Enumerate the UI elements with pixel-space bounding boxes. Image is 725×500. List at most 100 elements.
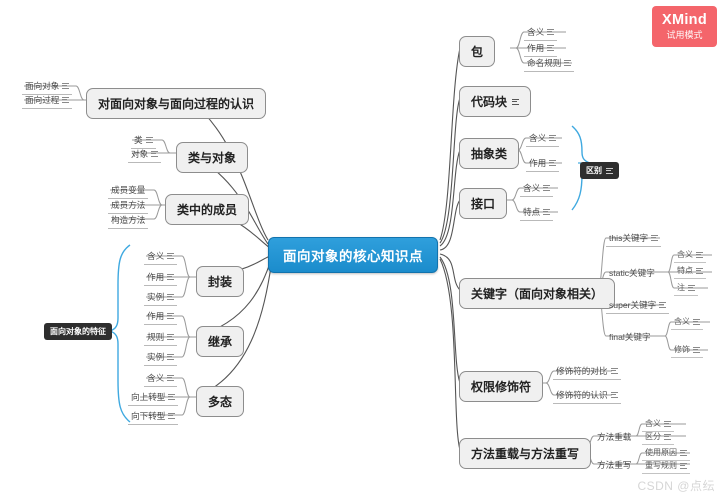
note-icon <box>167 252 175 259</box>
sub-topic-encapsulation-example[interactable]: 实例 <box>144 289 178 306</box>
sub-topic-label: 修饰符的对比 <box>556 365 608 376</box>
note-icon <box>151 150 159 157</box>
note-icon <box>145 136 153 143</box>
sub-topic-class[interactable]: 类 <box>131 132 156 149</box>
sub-topic-label: 对象 <box>131 148 149 159</box>
note-icon <box>512 98 520 105</box>
note-icon <box>688 284 695 291</box>
sub-topic-label: 含义 <box>147 250 165 261</box>
leaf-override-rule[interactable]: 重写规则 <box>642 459 690 474</box>
leaf-override-reason[interactable]: 使用原因 <box>642 446 690 461</box>
sub-topic-label: 构造方法 <box>111 214 146 225</box>
sub-topic-procedural[interactable]: 面向过程 <box>22 92 73 109</box>
sub-topic-abstract-meaning[interactable]: 含义 <box>526 130 560 147</box>
note-icon <box>547 44 555 51</box>
sub-topic-label: 特点 <box>523 206 541 217</box>
boundary-badge-label: 区别 <box>586 166 602 175</box>
note-icon <box>549 159 557 166</box>
leaf-final-meaning[interactable]: 含义 <box>671 315 703 330</box>
main-node-keywords[interactable]: 关键字（面向对象相关） <box>459 278 616 309</box>
main-node-inheritance[interactable]: 继承 <box>196 326 245 357</box>
sub-topic-override[interactable]: 方法重写 <box>594 457 634 473</box>
main-node-polymorphism[interactable]: 多态 <box>196 386 245 417</box>
sub-topic-abstract-effect[interactable]: 作用 <box>526 155 560 172</box>
boundary-badge-difference[interactable]: 区别 <box>580 162 619 179</box>
sub-topic-constructor[interactable]: 构造方法 <box>108 212 149 229</box>
sub-topic-member-method[interactable]: 成员方法 <box>108 197 149 214</box>
sub-topic-label: 面向对象 <box>25 80 60 91</box>
main-node-class-object[interactable]: 类与对象 <box>176 142 249 173</box>
sub-topic-oop[interactable]: 面向对象 <box>22 78 73 95</box>
sub-topic-interface-feature[interactable]: 特点 <box>520 204 554 221</box>
sub-topic-encapsulation-meaning[interactable]: 含义 <box>144 248 178 265</box>
note-icon <box>693 318 700 325</box>
note-icon <box>680 462 687 469</box>
sub-topic-this-keyword[interactable]: this关键字 <box>606 230 662 247</box>
boundary-badge-features[interactable]: 面向对象的特征 <box>44 323 112 340</box>
sub-topic-label: 含义 <box>147 372 165 383</box>
sub-topic-downcasting[interactable]: 向下转型 <box>128 408 179 425</box>
leaf-final-modifier[interactable]: 修饰 <box>671 343 703 358</box>
sub-topic-label: 成员变量 <box>111 184 146 195</box>
sub-topic-member-variable[interactable]: 成员变量 <box>108 182 149 199</box>
main-node-class-members[interactable]: 类中的成员 <box>165 194 250 225</box>
note-icon <box>696 267 703 274</box>
sub-topic-inheritance-example[interactable]: 实例 <box>144 349 178 366</box>
sub-topic-object[interactable]: 对象 <box>128 146 162 163</box>
note-icon <box>543 208 551 215</box>
note-icon <box>664 420 671 427</box>
sub-topic-label: 成员方法 <box>111 199 146 210</box>
main-node-interface[interactable]: 接口 <box>459 188 508 219</box>
sub-topic-encapsulation-effect[interactable]: 作用 <box>144 269 178 286</box>
sub-topic-modifier-understanding[interactable]: 修饰符的认识 <box>553 387 621 404</box>
main-node-package[interactable]: 包 <box>459 36 496 67</box>
sub-topic-label: 类 <box>134 134 143 145</box>
leaf-static-feature[interactable]: 特点 <box>674 264 706 279</box>
leaf-overload-distinguish[interactable]: 区分 <box>642 430 674 445</box>
sub-topic-label: 实例 <box>147 351 165 362</box>
main-node-access-modifiers[interactable]: 权限修饰符 <box>459 371 544 402</box>
main-node-oop-vs-op[interactable]: 对面向对象与面向过程的认识 <box>86 88 267 119</box>
note-icon <box>547 28 555 35</box>
sub-topic-label: 方法重载 <box>597 431 632 442</box>
leaf-overload-meaning[interactable]: 含义 <box>642 417 674 432</box>
sub-topic-package-meaning[interactable]: 含义 <box>524 24 558 41</box>
note-icon <box>693 346 700 353</box>
leaf-static-meaning[interactable]: 含义 <box>674 248 706 263</box>
sub-topic-static-keyword[interactable]: static关键字 <box>606 265 658 281</box>
sub-topic-package-naming[interactable]: 命名规则 <box>524 55 575 72</box>
note-icon <box>167 333 175 340</box>
xmind-watermark-title: XMind <box>662 12 707 28</box>
note-icon <box>167 312 175 319</box>
main-node-overload-override[interactable]: 方法重载与方法重写 <box>459 438 592 469</box>
sub-topic-inheritance-effect[interactable]: 作用 <box>144 308 178 325</box>
sub-topic-super-keyword[interactable]: super关键字 <box>606 297 670 314</box>
sub-topic-overload[interactable]: 方法重载 <box>594 429 634 445</box>
central-topic[interactable]: 面向对象的核心知识点 <box>268 237 438 273</box>
main-node-encapsulation[interactable]: 封装 <box>196 266 245 297</box>
sub-topic-final-keyword[interactable]: final关键字 <box>606 329 654 345</box>
note-icon <box>659 301 667 308</box>
sub-topic-package-effect[interactable]: 作用 <box>524 40 558 57</box>
sub-topic-label: 作用 <box>527 42 545 53</box>
note-icon <box>651 234 659 241</box>
leaf-label: 注 <box>677 283 685 292</box>
note-icon <box>62 82 70 89</box>
sub-topic-label: 面向过程 <box>25 94 60 105</box>
main-node-code-block[interactable]: 代码块 <box>459 86 532 117</box>
note-icon <box>696 251 703 258</box>
main-node-label: 方法重载与方法重写 <box>471 447 580 461</box>
leaf-static-note[interactable]: 注 <box>674 281 698 296</box>
sub-topic-label: 规则 <box>147 331 165 342</box>
sub-topic-upcasting[interactable]: 向上转型 <box>128 389 179 406</box>
main-node-abstract-class[interactable]: 抽象类 <box>459 138 520 169</box>
sub-topic-label: 修饰符的认识 <box>556 389 608 400</box>
sub-topic-modifier-compare[interactable]: 修饰符的对比 <box>553 363 621 380</box>
main-node-label: 关键字（面向对象相关） <box>471 287 604 301</box>
xmind-watermark-subtitle: 试用模式 <box>666 29 703 40</box>
sub-topic-interface-meaning[interactable]: 含义 <box>520 180 554 197</box>
main-node-label: 多态 <box>208 395 233 409</box>
sub-topic-inheritance-rule[interactable]: 规则 <box>144 329 178 346</box>
sub-topic-polymorphism-meaning[interactable]: 含义 <box>144 370 178 387</box>
